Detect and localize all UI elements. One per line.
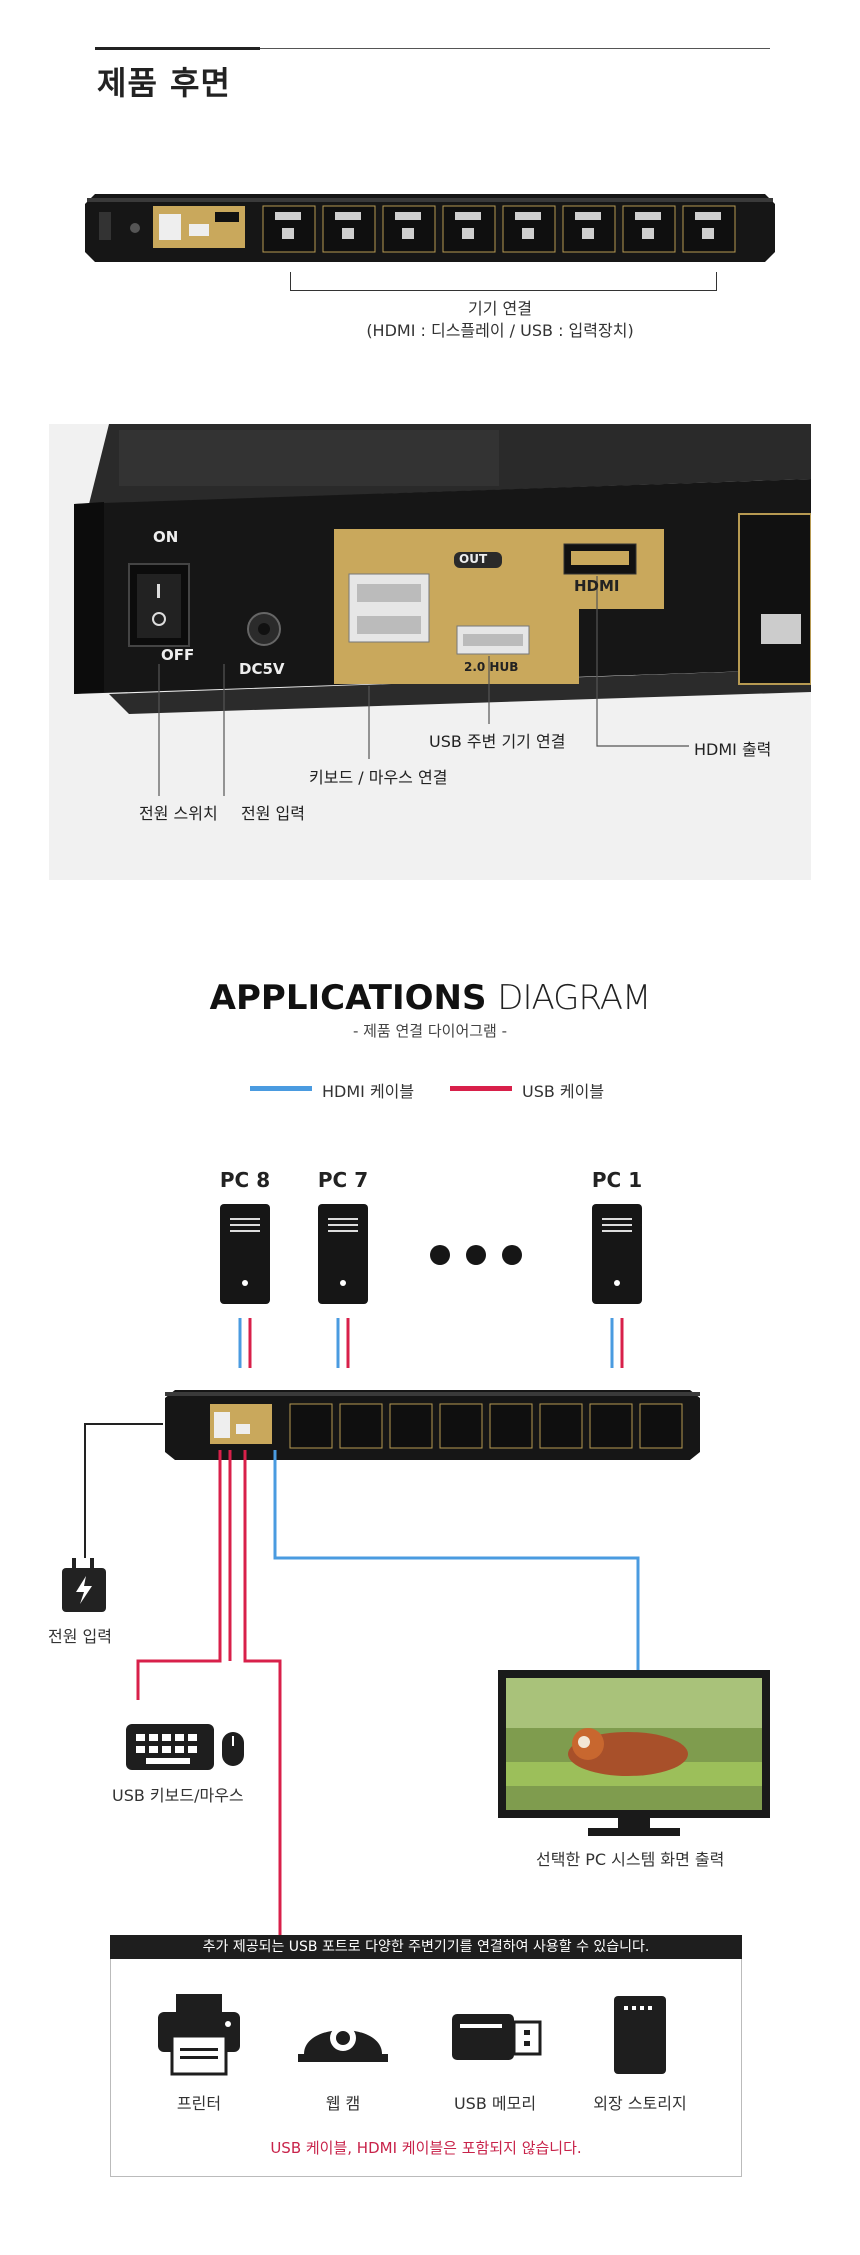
panel-dc5v: DC5V (239, 660, 285, 678)
pc1-tower-icon (592, 1204, 642, 1304)
monitor-icon (498, 1670, 770, 1836)
legend-usb-label: USB 케이블 (522, 1082, 605, 1101)
webcam-label: 웹 캠 (325, 2094, 361, 2113)
printer-icon (158, 1994, 240, 2076)
ellipsis-dot-3 (502, 1245, 522, 1265)
pc7-tower-icon (318, 1204, 368, 1304)
label-usb-peripheral: USB 주변 기기 연결 (429, 732, 566, 751)
section-divider-accent (95, 47, 260, 50)
applications-title-thin: DIAGRAM (497, 978, 651, 1018)
panel-on: ON (153, 528, 179, 546)
external-storage-icon (614, 1996, 666, 2074)
closeup-device (74, 424, 811, 796)
usb-memory-icon (452, 2014, 542, 2060)
monitor-caption: 선택한 PC 시스템 화면 출력 (536, 1850, 725, 1869)
panel-hdmi: HDMI (574, 577, 620, 595)
pc8-tower-icon (220, 1204, 270, 1304)
label-hdmi-out: HDMI 출력 (694, 740, 772, 759)
usb-memory-label: USB 메모리 (453, 2094, 537, 2113)
kvm-rear-illustration (85, 194, 775, 262)
ellipsis-dot-1 (430, 1245, 450, 1265)
label-keyboard-mouse: 키보드 / 마우스 연결 (309, 768, 448, 787)
ellipsis-dot-2 (466, 1245, 486, 1265)
applications-title: APPLICATIONS DIAGRAM (0, 978, 860, 1018)
webcam-icon (298, 2025, 388, 2062)
legend-hdmi-label: HDMI 케이블 (322, 1082, 415, 1101)
panel-hub: 2.0 HUB (464, 660, 519, 674)
power-plug-icon (62, 1558, 106, 1612)
label-power-input: 전원 입력 (241, 804, 305, 823)
port-bracket (290, 272, 717, 291)
section-divider (95, 48, 770, 49)
legend-usb-line (450, 1086, 512, 1091)
applications-subtitle: - 제품 연결 다이어그램 - (352, 1022, 508, 1040)
rear-caption: 기기 연결 (HDMI : 디스플레이 / USB : 입력장치) (260, 298, 740, 342)
keyboard-mouse-icon (126, 1724, 244, 1770)
connection-diagram (84, 1318, 700, 1935)
cable-not-included-note: USB 케이블, HDMI 케이블은 포함되지 않습니다. (270, 2139, 582, 2157)
storage-label: 외장 스토리지 (593, 2094, 687, 2113)
extras-banner: 추가 제공되는 USB 포트로 다양한 주변기기를 연결하여 사용할 수 있습니… (110, 1935, 742, 1959)
applications-title-bold: APPLICATIONS (209, 978, 487, 1018)
pc8-label: PC 8 (219, 1168, 271, 1192)
pc7-label: PC 7 (317, 1168, 369, 1192)
printer-label: 프린터 (176, 2094, 222, 2113)
rear-caption-line1: 기기 연결 (468, 299, 532, 318)
panel-out: OUT (459, 552, 488, 566)
panel-off: OFF (161, 646, 195, 664)
legend-hdmi-line (250, 1086, 312, 1091)
label-power-switch: 전원 스위치 (139, 804, 218, 823)
rear-caption-line2: (HDMI : 디스플레이 / USB : 입력장치) (366, 321, 634, 340)
closeup-photo: ON OFF DC5V OUT HDMI 2.0 HUB 전원 스위치 전원 입… (49, 424, 811, 880)
section-title-rear: 제품 후면 (97, 64, 231, 102)
keyboard-caption: USB 키보드/마우스 (112, 1786, 244, 1805)
pc1-label: PC 1 (591, 1168, 643, 1192)
power-input-caption: 전원 입력 (48, 1627, 112, 1646)
